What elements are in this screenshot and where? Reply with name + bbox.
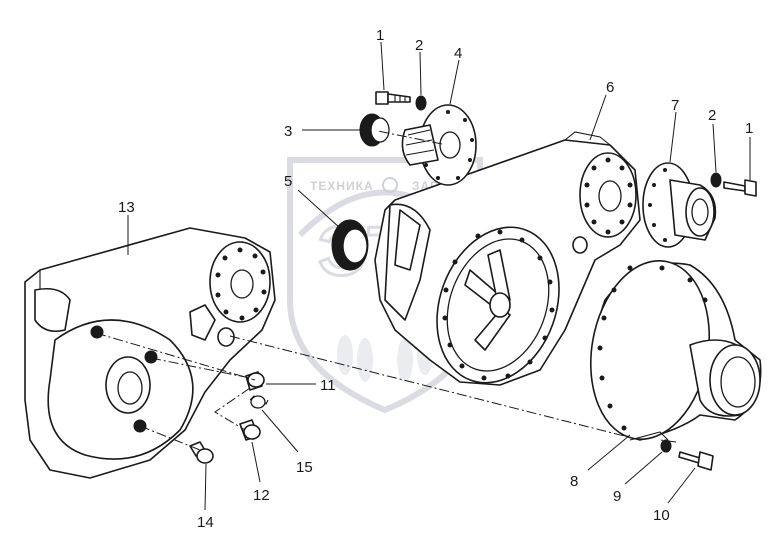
callouts: 1 2 4 3 5 6 7 2 1 13 11 15 12 14 8 9 10 xyxy=(118,27,753,531)
housing-left-13 xyxy=(24,227,276,479)
housing-6-spokes xyxy=(464,249,511,351)
washer-2-right xyxy=(710,172,722,188)
callout-13: 13 xyxy=(118,199,135,216)
callout-10: 10 xyxy=(653,507,670,524)
callout-6: 6 xyxy=(606,79,614,96)
callout-8: 8 xyxy=(570,473,578,490)
gear-icon xyxy=(382,177,398,193)
flange-7-holes xyxy=(648,168,667,242)
callout-2-right: 2 xyxy=(708,107,716,124)
housing-6-flange-holes xyxy=(584,157,633,235)
seal-3 xyxy=(359,113,390,147)
washer-2-top xyxy=(415,95,427,111)
cover-8 xyxy=(589,259,762,441)
plug-11 xyxy=(245,371,265,391)
assembly-center-lines xyxy=(95,130,677,451)
callout-2-top: 2 xyxy=(415,37,423,54)
cover-8-rim-holes xyxy=(597,265,708,431)
callout-15: 15 xyxy=(296,459,313,476)
callout-3: 3 xyxy=(284,123,292,140)
washer-9 xyxy=(660,439,672,453)
bolt-1-top xyxy=(375,91,411,105)
leader-lines xyxy=(127,41,751,511)
housing-6-rim-holes xyxy=(442,229,555,381)
spring-15 xyxy=(249,395,269,409)
callout-1-right: 1 xyxy=(745,120,753,137)
callout-1-top: 1 xyxy=(376,27,384,44)
callout-14: 14 xyxy=(197,514,214,531)
flange-cover-7 xyxy=(642,162,717,248)
watermark-text-left: ТЕХНИКА xyxy=(310,179,374,193)
seal-5 xyxy=(331,219,369,271)
plug-12 xyxy=(239,419,261,441)
callout-9: 9 xyxy=(613,488,621,505)
flange-4-holes xyxy=(424,110,474,180)
flange-cover-4 xyxy=(401,104,477,186)
callout-11: 11 xyxy=(320,377,336,394)
callout-5: 5 xyxy=(284,173,292,190)
screw-14 xyxy=(189,441,214,464)
callout-12: 12 xyxy=(253,487,270,504)
callout-4: 4 xyxy=(454,45,462,62)
housing-right-6 xyxy=(374,131,641,386)
housing-13-flange-holes xyxy=(215,247,267,321)
bolt-10 xyxy=(678,451,714,471)
bolt-1-right xyxy=(723,179,757,197)
callout-7: 7 xyxy=(671,97,679,114)
